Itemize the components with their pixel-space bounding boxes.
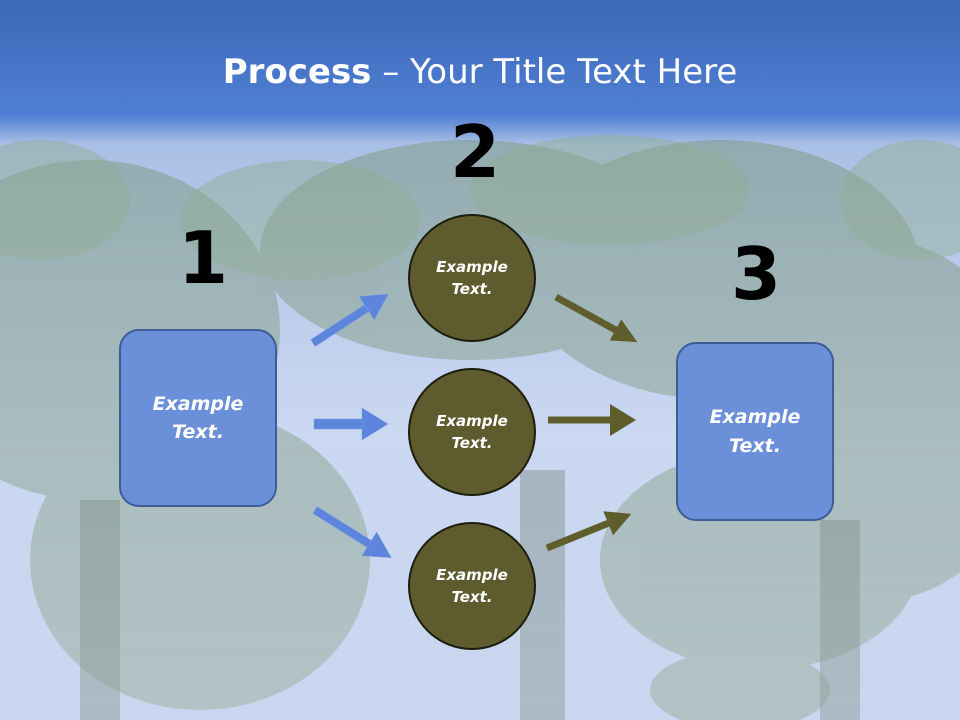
step-number-1: 1 bbox=[178, 216, 229, 300]
middle-circle-bottom: Example Text. bbox=[408, 522, 536, 650]
middle-circle-center: Example Text. bbox=[408, 368, 536, 496]
middle-circle-top-text: Example Text. bbox=[436, 257, 508, 299]
arrow-olive-right bbox=[548, 404, 636, 436]
arrow-olive-up-right bbox=[545, 511, 632, 552]
arrow-blue-down-right bbox=[312, 506, 392, 558]
output-box: Example Text. bbox=[676, 342, 834, 521]
middle-circle-center-text: Example Text. bbox=[436, 411, 508, 453]
output-box-text: Example Text. bbox=[709, 406, 801, 457]
arrow-blue-right bbox=[313, 407, 389, 441]
input-box-text: Example Text. bbox=[152, 392, 244, 444]
arrow-olive-down-right bbox=[554, 293, 638, 343]
title-bold: Process bbox=[222, 52, 372, 92]
title-rest: – Your Title Text Here bbox=[371, 52, 738, 92]
step-number-3: 3 bbox=[731, 232, 782, 316]
middle-circle-bottom-text: Example Text. bbox=[436, 565, 508, 607]
arrow-blue-up-right bbox=[310, 293, 389, 347]
input-box: Example Text. bbox=[119, 329, 277, 507]
middle-circle-top: Example Text. bbox=[408, 214, 536, 342]
step-number-2: 2 bbox=[450, 110, 501, 194]
slide-title: Process – Your Title Text Here bbox=[0, 52, 960, 92]
